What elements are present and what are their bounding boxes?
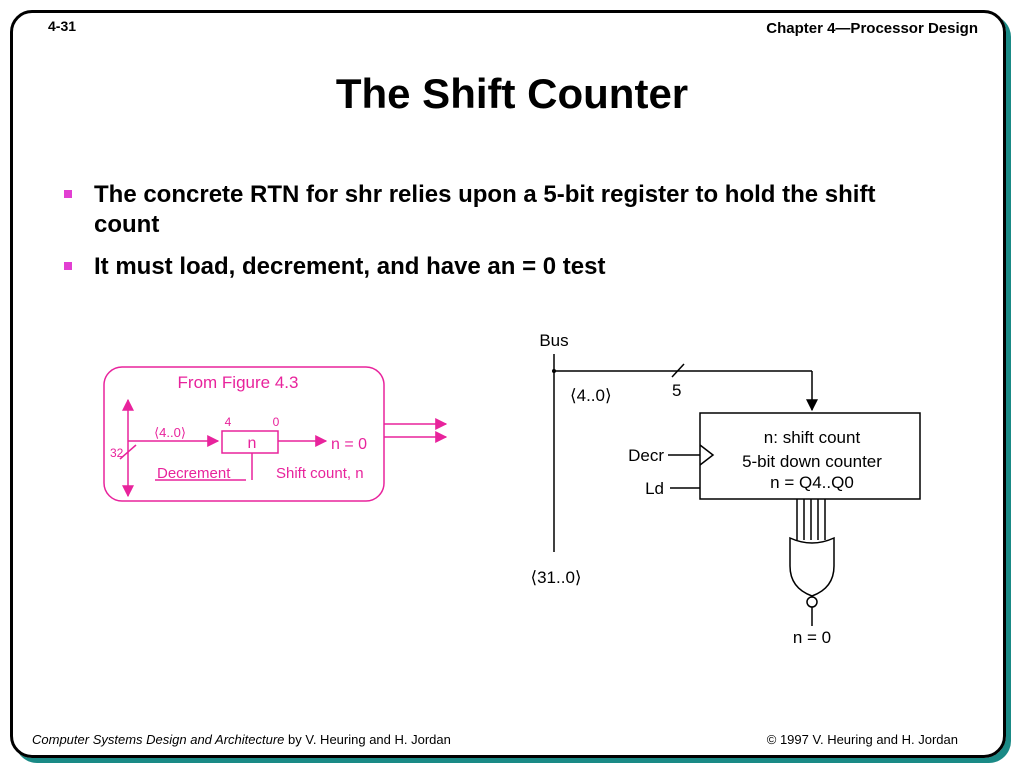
slide-frame [10,10,1006,758]
bit-low-label: 0 [273,415,280,429]
bit-high-label: 4 [225,415,232,429]
page-number: 4-31 [48,18,77,34]
bullet-text: The concrete RTN for shr relies upon a 5… [94,181,876,238]
left-register-diagram [103,366,448,502]
left-width-label: 32 [110,446,124,460]
decr-label: Decr [628,446,664,465]
chapter-header: Chapter 4—Processor Design [766,20,978,37]
tap-range-label: ⟨4..0⟩ [570,386,612,405]
bullet-list: The concrete RTN for shr relies upon a 5… [64,180,924,294]
left-diagram-frame [103,366,385,502]
bus-label: Bus [539,331,568,350]
footer-credit: Computer Systems Design and Architecture… [32,732,451,747]
nor-output-label: n = 0 [793,628,831,647]
ld-label: Ld [645,479,664,498]
nor-gate-icon [789,536,835,597]
left-register-box [221,430,279,454]
bullet-item: The concrete RTN for shr relies upon a 5… [64,180,924,240]
bullet-text: It must load, decrement, and have an = 0… [94,253,606,280]
footer-copyright: © 1997 V. Heuring and H. Jordan [766,732,958,747]
inversion-bubble-icon [806,596,818,608]
book-authors: by V. Heuring and H. Jordan [284,732,451,747]
bullet-item: It must load, decrement, and have an = 0… [64,252,924,282]
left-range-label: ⟨4..0⟩ [154,425,186,440]
left-register-label: n [248,435,257,452]
tap-width-label: 5 [672,381,681,400]
slide-title: The Shift Counter [335,70,689,117]
register-line-1: n: shift count [764,428,861,447]
left-diagram-caption: From Figure 4.3 [178,373,299,392]
square-bullet-icon [64,190,72,198]
square-bullet-icon [64,262,72,270]
left-output-label: n = 0 [331,436,367,453]
shift-counter-diagram [552,354,921,626]
register-line-2: 5-bit down counter [742,452,882,471]
shift-count-label: Shift count, n [276,465,364,482]
bus-range-label: ⟨31..0⟩ [530,568,581,587]
bus-width-slash [119,444,137,460]
register-line-3: n = Q4..Q0 [770,473,854,492]
counter-register-box [699,412,921,500]
tap-width-slash [671,363,685,378]
clock-triangle-icon [699,444,715,466]
book-title: Computer Systems Design and Architecture [32,732,285,747]
decrement-label: Decrement [157,465,231,482]
